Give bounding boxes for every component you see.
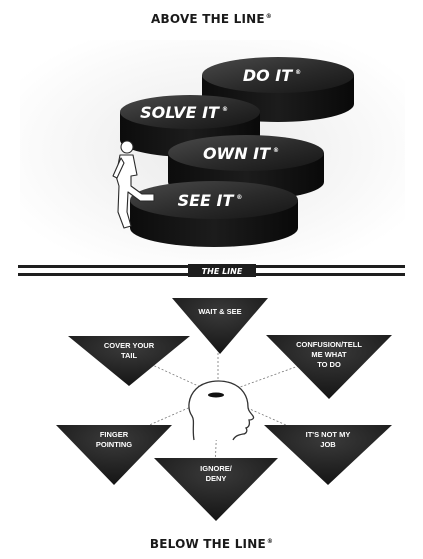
below-the-line-heading: BELOW THE LINE®	[0, 537, 423, 551]
step-label: SOLVE IT®	[140, 103, 228, 122]
head-profile-icon	[189, 381, 254, 440]
step-see-it: SEE IT®	[130, 181, 298, 247]
below-heading-mark: ®	[267, 538, 273, 545]
head-mark	[208, 393, 224, 398]
step-label: SEE IT®	[178, 191, 243, 210]
triangle-label: WAIT & SEE	[198, 307, 241, 316]
figure-head	[121, 141, 133, 153]
step-label: OWN IT®	[203, 144, 279, 163]
the-line-divider: THE LINE	[18, 264, 405, 277]
trap-wait-and-see: WAIT & SEE	[172, 298, 268, 354]
trap-ignore-deny: IGNORE/DENY	[154, 458, 278, 521]
head-outline	[189, 381, 254, 440]
divider-label: THE LINE	[202, 267, 243, 276]
below-heading-text: BELOW THE LINE	[150, 537, 266, 551]
